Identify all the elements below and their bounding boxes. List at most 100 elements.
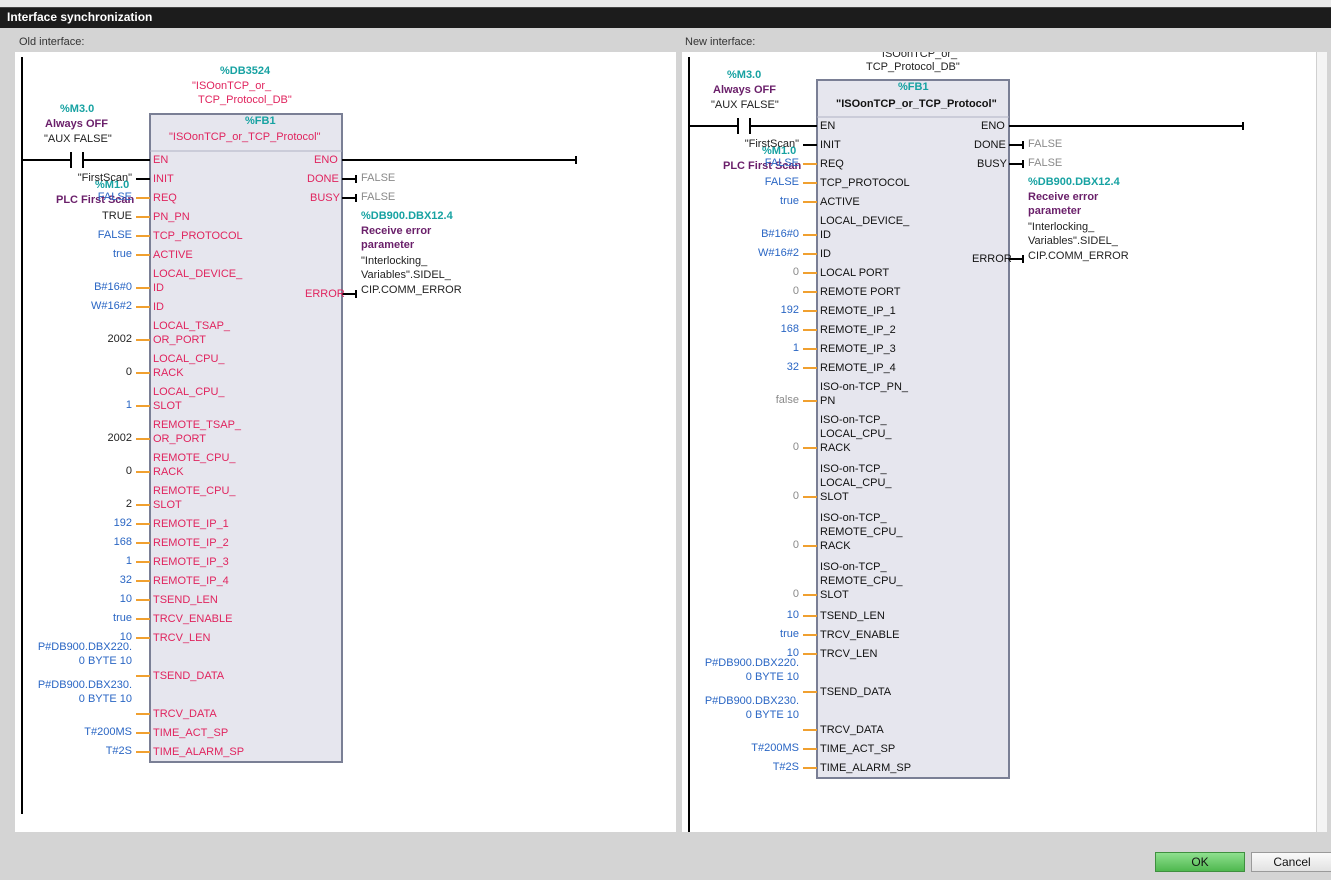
new-pin-label: REMOTE_IP_2: [820, 323, 896, 337]
old-error-string-line2: Variables".SIDEL_: [361, 269, 451, 281]
new-pin-value: 32: [786, 361, 799, 373]
new-pin-label-line: ISO-on-TCP_PN_: [820, 381, 909, 393]
old-pin-label: PN_PN: [153, 210, 190, 224]
new-pin-value: P#DB900.DBX220.: [704, 657, 799, 669]
old-pin-label: LOCAL_TSAP_ OR_PORT: [153, 319, 230, 347]
old-contact-string: "AUX FALSE": [44, 133, 112, 145]
new-pin-label: TIME_ALARM_SP: [820, 761, 911, 775]
new-error-symbol-line2: parameter: [1028, 205, 1082, 217]
old-pin-label: TIME_ACT_SP: [153, 726, 228, 740]
new-interface-panel[interactable]: "ISOonTCP_or_ TCP_Protocol_DB" %FB1 "ISO…: [682, 52, 1327, 832]
new-pin-label: REMOTE_IP_3: [820, 342, 896, 356]
new-pin-label-line: EN: [820, 120, 836, 132]
new-pin-label-line: ISO-on-TCP_: [820, 414, 887, 426]
new-busy-pin: BUSY: [977, 158, 1007, 170]
new-pin-value: 192: [780, 304, 799, 316]
new-plc-first-address: %M1.0: [762, 145, 797, 157]
new-eno-pin: ENO: [981, 120, 1005, 132]
dialog-title-bar: Interface synchronization: [0, 7, 1331, 28]
old-fb-box: [149, 113, 343, 763]
old-pin-label: REMOTE_IP_2: [153, 536, 229, 550]
old-error-pin: ERROR: [305, 288, 345, 300]
old-pin-label-line: TIME_ACT_SP: [153, 727, 229, 739]
new-pin-label-line: REMOTE_IP_2: [820, 324, 896, 336]
old-error-string-line3: CIP.COMM_ERROR: [361, 284, 462, 296]
old-pin-label-line: LOCAL_CPU_: [153, 353, 225, 365]
old-pin-value: P#DB900.DBX220.: [37, 641, 132, 653]
new-interface-caption: New interface:: [685, 36, 756, 48]
old-pin-value: 0: [125, 366, 132, 378]
old-pin-label: EN: [153, 153, 168, 167]
old-pin-label: TRCV_ENABLE: [153, 612, 232, 626]
new-pin-label-line: TRCV_DATA: [820, 724, 884, 736]
old-pin-value: 2: [125, 498, 132, 510]
new-pin-label-line: TSEND_DATA: [820, 686, 892, 698]
new-panel-scrollbar[interactable]: [1316, 52, 1327, 832]
old-pin-label: TCP_PROTOCOL: [153, 229, 243, 243]
old-pin-label-line: INIT: [153, 173, 174, 185]
old-pin-label-line: RACK: [153, 367, 184, 379]
old-pin-value: 0: [125, 465, 132, 477]
new-busy-value: FALSE: [1028, 157, 1063, 169]
new-error-string-line2: Variables".SIDEL_: [1028, 235, 1118, 247]
old-pin-label: LOCAL_DEVICE_ID: [153, 267, 242, 295]
old-pin-label-line: ID: [153, 282, 164, 294]
old-pin-label: REMOTE_IP_4: [153, 574, 229, 588]
new-error-string-line1: "Interlocking_: [1028, 221, 1095, 233]
old-pin-label-line: SLOT: [153, 400, 182, 412]
old-error-symbol-line2: parameter: [361, 239, 415, 251]
old-pin-label: ID: [153, 300, 164, 314]
new-pin-value: true: [780, 628, 799, 640]
new-pin-value: 0: [792, 441, 799, 453]
new-error-string-line3: CIP.COMM_ERROR: [1028, 250, 1129, 262]
old-pin-label-line: REMOTE_IP_2: [153, 537, 229, 549]
new-pin-value: 1: [792, 342, 799, 354]
new-pin-value: 168: [780, 323, 799, 335]
ok-button[interactable]: OK: [1155, 852, 1245, 872]
new-pin-label: TIME_ACT_SP: [820, 742, 895, 756]
old-pin-value: FALSE: [97, 191, 132, 203]
old-busy-value: FALSE: [361, 191, 396, 203]
old-pin-value: 168: [113, 536, 132, 548]
old-plc-first-address: %M1.0: [95, 179, 130, 191]
new-pin-label-line: REQ: [820, 158, 844, 170]
old-interface-panel[interactable]: %DB3524 "ISOonTCP_or_ TCP_Protocol_DB" %…: [15, 52, 676, 832]
old-pin-value: B#16#0: [94, 281, 132, 293]
old-db-name-line2: TCP_Protocol_DB": [198, 94, 292, 106]
new-db-name-line2: TCP_Protocol_DB": [866, 61, 960, 73]
old-pin-value: W#16#2: [91, 300, 132, 312]
new-fb-name: "ISOonTCP_or_TCP_Protocol": [836, 98, 997, 110]
new-pin-value: 10: [786, 647, 799, 659]
old-pin-value: TRUE: [102, 210, 132, 222]
old-pin-label-line: OR_PORT: [153, 334, 206, 346]
new-error-address: %DB900.DBX12.4: [1028, 176, 1120, 188]
new-contact-address: %M3.0: [727, 69, 762, 81]
old-pin-label-line: TRCV_DATA: [153, 708, 217, 720]
old-pin-value-line2: 0 BYTE 10: [78, 693, 132, 705]
new-pin-label-line: LOCAL_DEVICE_: [820, 215, 910, 227]
new-pin-label-line: ID: [820, 229, 831, 241]
new-pin-value: 0: [792, 539, 799, 551]
new-pin-label-line: TIME_ACT_SP: [820, 743, 896, 755]
cancel-button[interactable]: Cancel: [1251, 852, 1331, 872]
new-pin-label: TRCV_LEN: [820, 647, 877, 661]
old-pin-value: T#200MS: [84, 726, 132, 738]
old-contact-address: %M3.0: [60, 103, 95, 115]
new-pin-label-line: TCP_PROTOCOL: [820, 177, 910, 189]
old-pin-label-line: REMOTE_CPU_: [153, 452, 236, 464]
dialog-title: Interface synchronization: [7, 10, 153, 24]
new-pin-label-line: ISO-on-TCP_: [820, 463, 887, 475]
new-pin-label-line: REMOTE_IP_3: [820, 343, 896, 355]
old-pin-label: ACTIVE: [153, 248, 193, 262]
old-pin-label: REQ: [153, 191, 177, 205]
old-pin-value: 192: [113, 517, 132, 529]
new-pin-label-line: ID: [820, 248, 831, 260]
new-pin-label-line: TIME_ALARM_SP: [820, 762, 912, 774]
old-error-string-line1: "Interlocking_: [361, 255, 428, 267]
new-pin-value: FALSE: [764, 176, 799, 188]
new-fb-number: %FB1: [898, 81, 929, 93]
new-pin-label: TRCV_ENABLE: [820, 628, 899, 642]
new-pin-label: ACTIVE: [820, 195, 860, 209]
old-pin-label: TSEND_LEN: [153, 593, 218, 607]
old-pin-label-line: LOCAL_TSAP_: [153, 320, 231, 332]
